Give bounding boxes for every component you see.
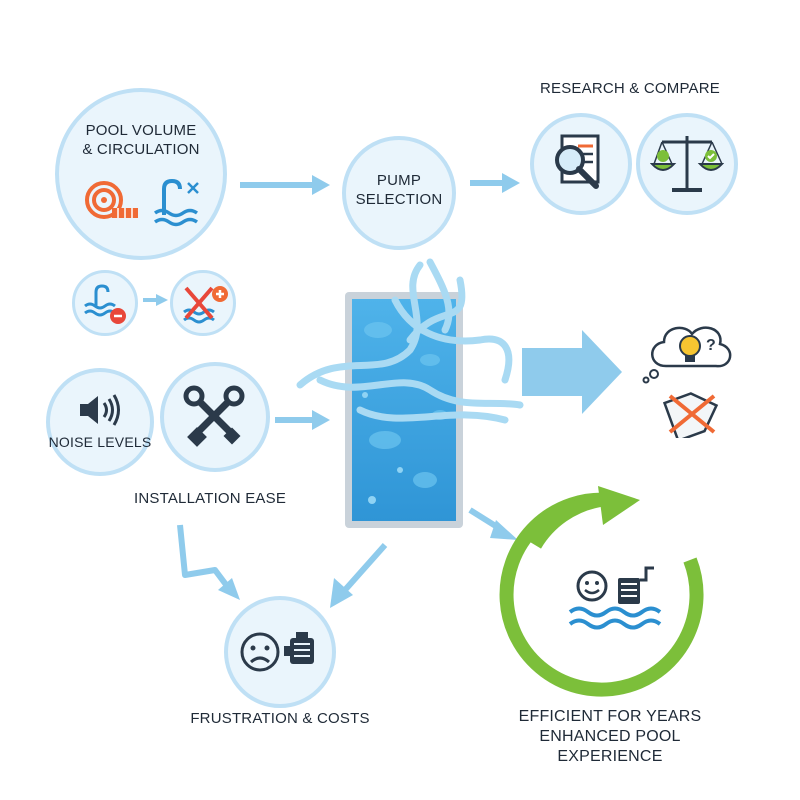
magnifier-document-icon xyxy=(555,134,600,189)
installation-label: INSTALLATION EASE xyxy=(133,490,287,507)
hose-reel-icon xyxy=(85,181,138,219)
pump-selection-line2: SELECTION xyxy=(355,190,443,208)
pump-selection-node xyxy=(342,136,456,250)
outcome-line1: EFFICIENT FOR YEARS xyxy=(518,708,702,725)
speaker-icon xyxy=(80,394,120,426)
svg-text:?: ? xyxy=(706,337,716,354)
outcome-line2: ENHANCED POOL EXPERIENCE xyxy=(539,728,681,765)
water-flow-streams xyxy=(296,258,524,424)
pool-volume-node xyxy=(55,88,227,260)
wrench-screwdriver-icon xyxy=(183,385,245,447)
flow-arrows xyxy=(143,173,622,608)
pump-motor-icon xyxy=(284,632,314,664)
pool-volume-line2: & CIRCULATION xyxy=(82,140,200,158)
pool-cross-node xyxy=(170,270,236,336)
pool-ladder-icon xyxy=(153,178,199,227)
pump-selection-line1: PUMP xyxy=(376,172,422,189)
lightbulb-thought-icon: ? xyxy=(642,326,732,384)
research-label: RESEARCH & COMPARE xyxy=(539,80,721,97)
frustration-label: FRUSTRATION & COSTS xyxy=(190,710,370,727)
crossed-tag-icon xyxy=(662,392,719,438)
balance-scale-icon xyxy=(650,136,724,192)
pool-volume-label: POOL VOLUME & CIRCULATION xyxy=(60,122,222,160)
pool-volume-line1: POOL VOLUME xyxy=(85,122,197,139)
noise-label: NOISE LEVELS xyxy=(48,434,152,450)
outcome-label: EFFICIENT FOR YEARS ENHANCED POOL EXPERI… xyxy=(490,707,730,767)
happy-swimmer-icon xyxy=(568,566,662,630)
sad-face-icon xyxy=(240,632,280,672)
pool-minus-icon xyxy=(84,284,126,324)
pool-cross-icon xyxy=(183,286,228,324)
noise-node xyxy=(46,368,154,476)
pool-minus-node xyxy=(72,270,138,336)
pump-selection-label: PUMP SELECTION xyxy=(342,172,456,210)
cycle-arrow-icon xyxy=(499,486,704,697)
